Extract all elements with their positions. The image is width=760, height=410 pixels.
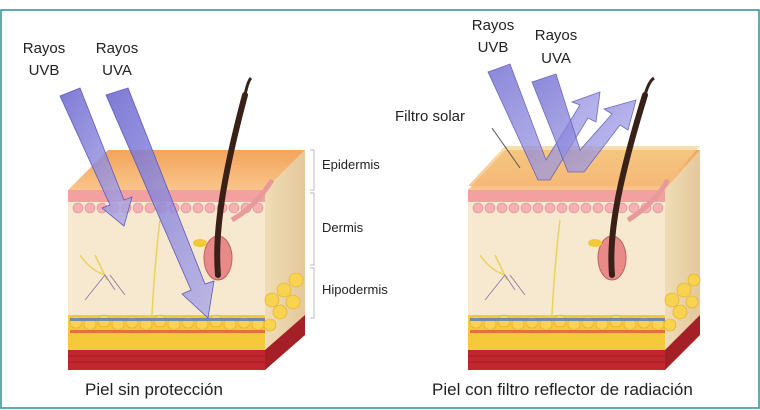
- right-uva-label-line2: UVA: [541, 50, 571, 67]
- left-uva-label-line2: UVA: [102, 62, 132, 79]
- left-caption: Piel sin protección: [85, 380, 223, 399]
- epidermis-label: Epidermis: [322, 157, 380, 172]
- left-uva-label-line1: Rayos: [96, 40, 139, 57]
- right-uvb-label-line2: UVB: [478, 39, 509, 56]
- muscle-layer: [68, 350, 265, 370]
- dermis-label: Dermis: [322, 220, 364, 235]
- left-skin-block: [68, 78, 305, 370]
- right-caption: Piel con filtro reflector de radiación: [432, 380, 693, 399]
- left-uvb-label-line2: UVB: [29, 62, 60, 79]
- left-uvb-label-line1: Rayos: [23, 40, 66, 57]
- hypodermis-label: Hipodermis: [322, 282, 388, 297]
- filter-label: Filtro solar: [395, 108, 465, 125]
- right-uva-label-line1: Rayos: [535, 27, 578, 44]
- right-uvb-label-line1: Rayos: [472, 17, 515, 34]
- layer-brackets: [310, 150, 314, 318]
